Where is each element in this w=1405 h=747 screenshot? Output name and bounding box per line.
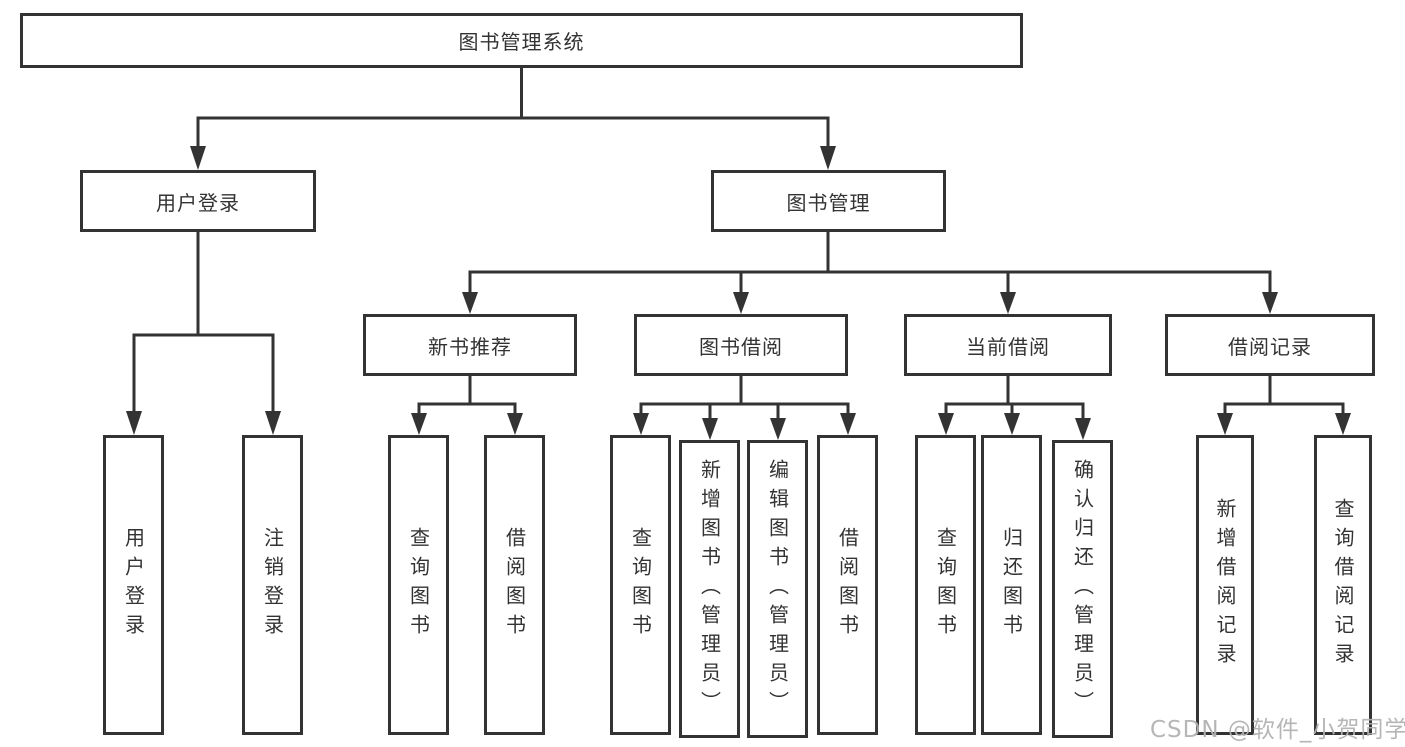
node-label: 图书管理 (786, 190, 871, 215)
arrow-down-icon (1004, 413, 1020, 435)
leaf-query-books-recommend: 查询图书 (388, 435, 449, 735)
node-root-system: 图书管理系统 (20, 13, 1023, 68)
leaf-query-borrow-record: 查询借阅记录 (1314, 435, 1372, 735)
leaf-edit-book-admin: 编辑图书（管理员） (747, 440, 808, 738)
node-user-login: 用户登录 (80, 170, 316, 232)
node-label: 借阅图书 (502, 527, 527, 643)
leaf-borrow-books-recommend: 借阅图书 (484, 435, 545, 735)
leaf-borrow-books: 借阅图书 (817, 435, 878, 735)
arrow-down-icon (770, 418, 786, 440)
node-label: 查询图书 (933, 527, 958, 643)
node-label: 用户登录 (121, 527, 146, 643)
leaf-logout: 注销登录 (242, 435, 303, 735)
watermark: CSDN @软件_小贺同学 (1150, 717, 1405, 743)
node-current-borrow: 当前借阅 (904, 314, 1112, 376)
node-borrow-records: 借阅记录 (1165, 314, 1375, 376)
arrow-down-icon (840, 413, 856, 435)
node-label: 图书借阅 (699, 334, 783, 359)
leaf-confirm-return-admin: 确认归还（管理员） (1052, 440, 1113, 738)
leaf-query-books-borrow: 查询图书 (610, 435, 671, 735)
arrow-down-icon (1000, 292, 1016, 314)
arrow-down-icon (1075, 418, 1091, 440)
arrow-down-icon (462, 292, 478, 314)
arrow-down-icon (411, 413, 427, 435)
node-label: 用户登录 (156, 190, 240, 215)
arrow-down-icon (633, 413, 649, 435)
arrow-down-icon (733, 292, 749, 314)
leaf-query-books-current: 查询图书 (915, 435, 976, 735)
node-book-management: 图书管理 (711, 170, 946, 232)
arrow-down-icon (1262, 292, 1278, 314)
arrow-down-icon (702, 418, 718, 440)
node-new-book-recommend: 新书推荐 (363, 314, 577, 376)
arrow-down-icon (190, 146, 206, 170)
leaf-return-book: 归还图书 (981, 435, 1042, 735)
node-label: 新增借阅记录 (1213, 498, 1237, 672)
node-book-borrow: 图书借阅 (634, 314, 848, 376)
arrow-down-icon (507, 413, 523, 435)
node-label: 图书管理系统 (458, 30, 585, 54)
node-label: 查询借阅记录 (1331, 498, 1355, 672)
node-label: 借阅图书 (835, 527, 860, 643)
node-label: 新书推荐 (428, 334, 512, 359)
leaf-add-borrow-record: 新增借阅记录 (1196, 435, 1254, 735)
arrow-down-icon (938, 413, 954, 435)
node-label: 归还图书 (999, 527, 1024, 643)
node-label: 新增图书（管理员） (697, 458, 722, 720)
node-label: 查询图书 (406, 527, 431, 643)
node-label: 注销登录 (260, 527, 285, 643)
node-label: 借阅记录 (1228, 334, 1312, 359)
node-label: 当前借阅 (966, 334, 1050, 359)
node-label: 查询图书 (628, 527, 653, 643)
arrow-down-icon (265, 411, 281, 435)
arrow-down-icon (1335, 413, 1351, 435)
arrow-down-icon (820, 146, 836, 170)
node-label: 确认归还（管理员） (1070, 458, 1095, 720)
node-label: 编辑图书（管理员） (765, 458, 790, 720)
leaf-user-login: 用户登录 (103, 435, 164, 735)
leaf-add-book-admin: 新增图书（管理员） (679, 440, 740, 738)
arrow-down-icon (1217, 413, 1233, 435)
arrow-down-icon (126, 411, 142, 435)
